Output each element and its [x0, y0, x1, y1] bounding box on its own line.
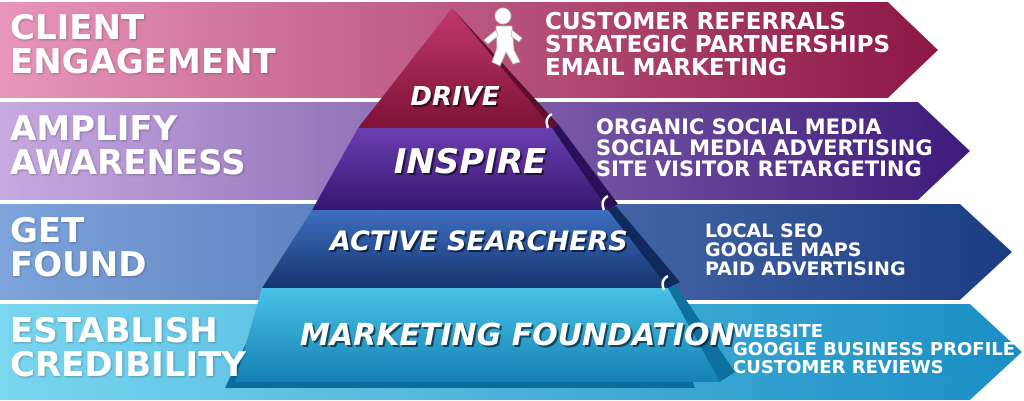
- list-item: SITE VISITOR RETARGETING: [596, 157, 922, 181]
- tier-label-drive: DRIVE: [410, 82, 500, 112]
- goal-line: GET: [10, 211, 85, 251]
- tier-active-searchers: [262, 210, 668, 288]
- tier-label-active-searchers: ACTIVE SEARCHERS: [330, 226, 628, 257]
- list-item: STRATEGIC PARTNERSHIPS: [545, 32, 891, 58]
- tier-label-marketing-foundation: MARKETING FOUNDATION: [300, 318, 735, 353]
- tier-drive-side: [452, 8, 558, 128]
- step-arrow-icon: [601, 194, 609, 211]
- list-item: PAID ADVERTISING: [705, 258, 906, 280]
- list-item: WEBSITE: [733, 321, 824, 342]
- tier-drive: [358, 8, 552, 128]
- tactics-list-get-found: LOCAL SEO GOOGLE MAPS PAID ADVERTISING: [705, 222, 906, 279]
- climbing-person-icon: [483, 7, 523, 67]
- tier-inspire-side: [552, 124, 618, 210]
- list-item: EMAIL MARKETING: [545, 55, 787, 81]
- tier-marketing-foundation-side: [668, 285, 735, 382]
- list-item: GOOGLE MAPS: [705, 239, 862, 261]
- goal-line: ESTABLISH: [10, 311, 218, 351]
- tactics-list-establish-credibility: WEBSITE GOOGLE BUSINESS PROFILE CUSTOMER…: [733, 323, 1015, 377]
- goal-label-get-found: GET FOUND: [10, 214, 146, 282]
- goal-label-establish-credibility: ESTABLISH CREDIBILITY: [10, 314, 246, 382]
- goal-line: FOUND: [10, 245, 147, 285]
- tier-label-inspire: INSPIRE: [393, 142, 547, 182]
- tactics-list-amplify-awareness: ORGANIC SOCIAL MEDIA SOCIAL MEDIA ADVERT…: [596, 117, 933, 180]
- tier-marketing-foundation: [235, 288, 720, 382]
- tactics-list-client-engagement: CUSTOMER REFERRALS STRATEGIC PARTNERSHIP…: [545, 11, 890, 80]
- goal-line: AWARENESS: [10, 143, 246, 183]
- list-item: CUSTOMER REVIEWS: [733, 357, 944, 378]
- list-item: SOCIAL MEDIA ADVERTISING: [596, 136, 933, 160]
- list-item: ORGANIC SOCIAL MEDIA: [596, 115, 882, 139]
- goal-label-client-engagement: CLIENT ENGAGEMENT: [10, 11, 276, 79]
- list-item: GOOGLE BUSINESS PROFILE: [733, 339, 1016, 360]
- goal-label-amplify-awareness: AMPLIFY AWARENESS: [10, 112, 246, 180]
- goal-line: AMPLIFY: [10, 109, 178, 149]
- step-arrow-icon: [545, 112, 553, 129]
- tier-inspire: [312, 128, 608, 210]
- goal-line: ENGAGEMENT: [10, 42, 276, 82]
- goal-line: CLIENT: [10, 8, 145, 48]
- tier-active-searchers-side: [608, 206, 680, 288]
- list-item: LOCAL SEO: [705, 220, 823, 242]
- goal-line: CREDIBILITY: [10, 345, 246, 385]
- step-arrow-icon: [661, 274, 669, 291]
- list-item: CUSTOMER REFERRALS: [545, 9, 846, 35]
